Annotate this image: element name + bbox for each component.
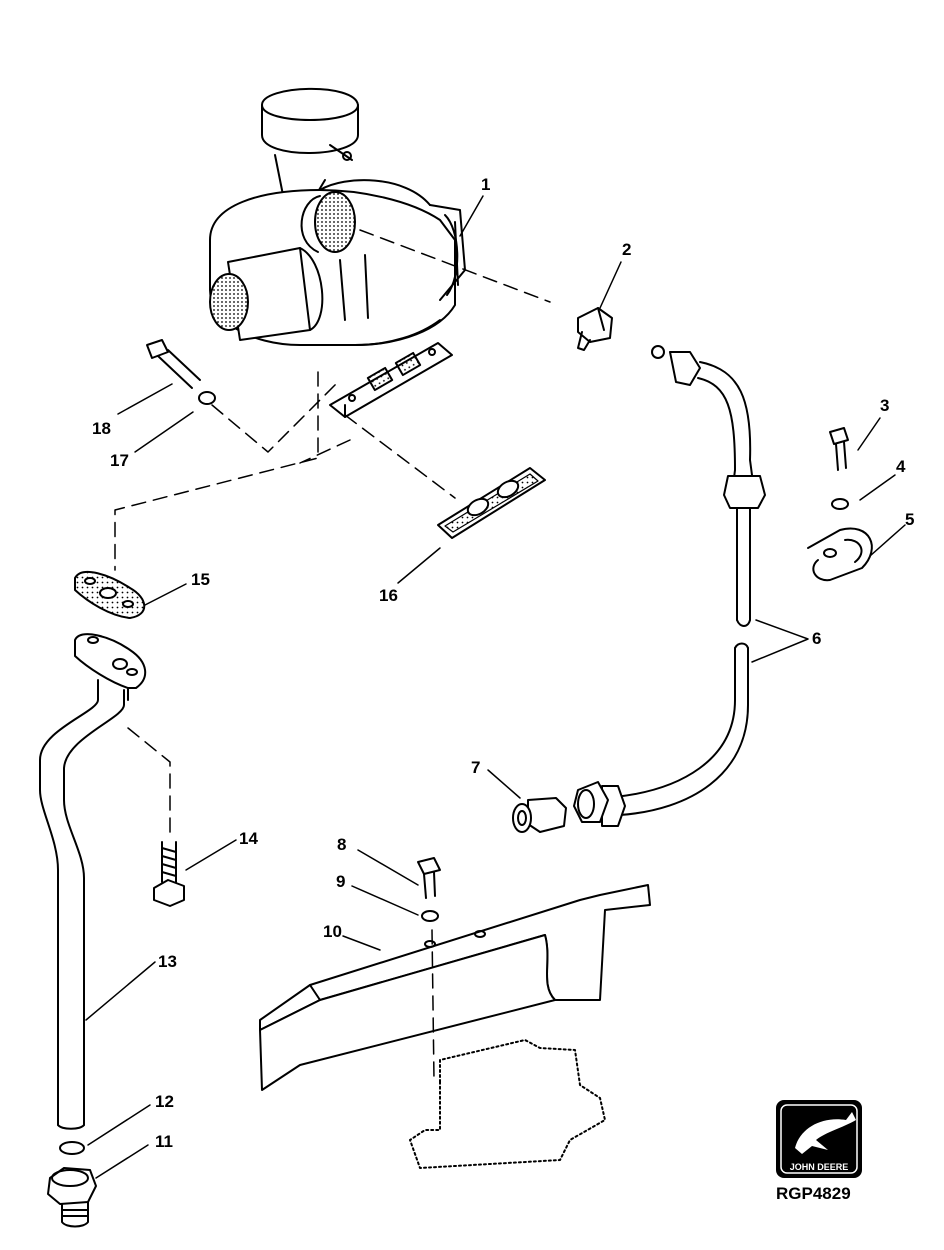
callout-9: 9 [336,872,346,891]
callout-12: 12 [155,1092,174,1111]
capscrew-18 [146,339,201,389]
callout-1: 1 [481,175,491,194]
callout-11: 11 [155,1132,173,1151]
clamp-5 [807,527,873,582]
callout-8: 8 [337,835,347,854]
leader-lines [85,195,906,1179]
callout-10: 10 [323,922,342,941]
callout-2: 2 [622,240,632,259]
callout-15: 15 [191,570,210,589]
gasket-drain [74,570,146,619]
figure-id: RGP4829 [776,1184,851,1203]
oil-drain-line [39,633,146,1130]
shield-10 [259,884,651,1091]
gasket-exhaust-flange [437,467,546,539]
callout-5: 5 [905,510,915,529]
capscrew-14 [153,841,185,907]
callout-6: 6 [812,629,822,648]
callout-18: 18 [92,419,111,438]
callout-17: 17 [110,451,129,470]
callout-16: 16 [379,586,398,605]
washer-4 [831,498,849,510]
hidden-component [409,1039,606,1169]
capscrew-8 [417,857,441,899]
turbocharger [209,87,466,418]
callout-4: 4 [896,457,906,476]
capscrew-3 [829,427,849,471]
callout-3: 3 [880,396,890,415]
washer-17 [198,391,216,405]
dashed-alignment-lines [114,229,551,1081]
john-deere-logo [776,1100,862,1178]
callout-13: 13 [158,952,177,971]
connector-fitting [512,797,567,833]
logo-brand-text: JOHN DEERE [789,1162,849,1172]
callout-14: 14 [239,829,258,848]
callout-7: 7 [471,758,481,777]
fitting-11 [47,1167,97,1228]
elbow-fitting [577,307,613,351]
o-ring-12 [59,1141,85,1155]
washer-9 [421,910,439,922]
john-deere-logo-label: JOHN DEERE [776,1100,862,1178]
oil-inlet-line [573,345,766,827]
